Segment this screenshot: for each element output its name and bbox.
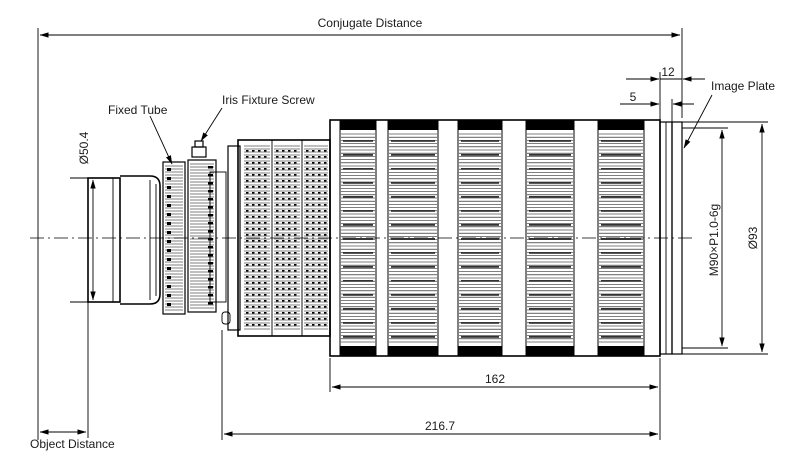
fixed-tube: [162, 161, 186, 315]
mount: [659, 121, 683, 355]
body-length-label: 162: [485, 372, 505, 386]
thread-label: M90×P1.0-6g: [707, 204, 721, 276]
iris-ring: [187, 159, 227, 313]
iris-fixture-screw: [191, 140, 207, 158]
flange-5-label: 5: [630, 90, 637, 104]
fixed-tube-leader: [149, 115, 173, 165]
front-diameter-label: Ø50.4: [77, 131, 91, 164]
fixed-tube-label: Fixed Tube: [108, 103, 168, 117]
front-objective: [87, 175, 161, 305]
object-distance-label: Object Distance: [30, 437, 115, 451]
conjugate-distance-label: Conjugate Distance: [318, 16, 423, 30]
focus-ring: [221, 139, 331, 337]
iris-screw-leader: [200, 107, 223, 142]
iris-fixture-screw-label: Iris Fixture Screw: [222, 93, 315, 107]
image-plate-leader: [683, 94, 713, 149]
rear-diameter-label: Ø93: [746, 226, 760, 249]
flange-12-label: 12: [661, 65, 675, 79]
total-length-label: 216.7: [425, 419, 455, 433]
main-barrel: [329, 119, 661, 357]
image-plate-label: Image Plate: [711, 79, 775, 93]
